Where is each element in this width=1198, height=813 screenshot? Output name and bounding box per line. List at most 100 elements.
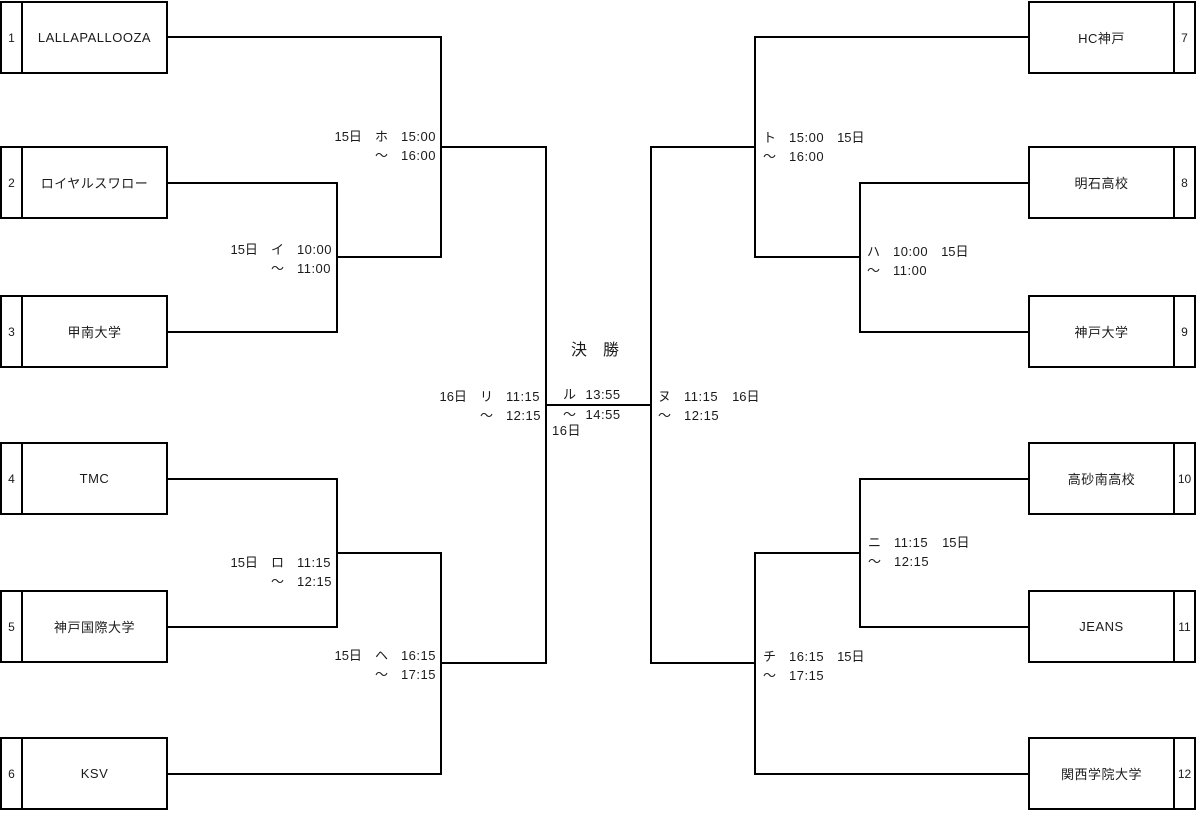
match-end-time: 11:00 [893,262,928,278]
match-label-he: 15日 ヘ 16:15 ～ 17:15 [334,647,436,684]
team-name: 神戸大学 [1074,325,1129,340]
tilde: ～ [270,260,284,276]
team-box-4: 4 TMC [0,442,168,515]
match-day: 16日 [732,389,760,404]
match-end-time: 16:00 [400,147,436,163]
match-start-time: 16:15 [789,649,825,664]
match-letter: リ [479,389,493,404]
team-name: ロイヤルスワロー [40,176,149,191]
team-box-9: 9 神戸大学 [1028,295,1196,368]
match-end-time: 17:15 [400,666,436,682]
match-letter: ヘ [374,648,388,663]
tilde: ～ [658,407,672,423]
match-day: 15日 [837,130,865,145]
seed-number: 2 [2,148,23,217]
match-end-time: 12:15 [296,573,332,589]
match-start-time: 11:15 [505,389,541,404]
match-day: 15日 [334,129,362,144]
seed-number: 3 [2,297,23,366]
tilde: ～ [270,573,284,589]
match-label-ri: 16日 リ 11:15 ～ 12:15 [439,388,541,425]
match-label-ni: ニ 11:15 15日 ～ 12:15 [868,534,970,571]
team-name: 高砂南高校 [1067,472,1136,487]
team-3-line [168,331,338,333]
match-start-time: 13:55 [585,387,621,402]
match-letter: ヌ [658,389,672,404]
spacer [230,260,257,279]
match-day: 15日 [230,242,258,257]
match-ni-winner-line [754,552,861,554]
match-end-time: 11:00 [296,260,332,276]
semifinal-nu-connector [650,146,652,664]
team-10-line [859,478,1028,480]
team-1-line [168,36,442,38]
team-6-line [168,773,442,775]
team-name: 甲南大学 [67,325,122,340]
tilde: ～ [563,407,577,422]
team-name: LALLAPALLOOZA [37,30,152,45]
seed-number: 4 [2,444,23,513]
team-name: TMC [79,471,110,486]
match-day: 15日 [942,535,970,550]
match-label-chi: チ 16:15 15日 ～ 17:15 [763,648,865,685]
tilde: ～ [374,666,388,682]
match-day: 16日 [439,389,467,404]
team-name: 関西学院大学 [1060,767,1142,782]
match-ho-winner-line [440,146,547,148]
spacer [334,666,361,685]
seed-number: 5 [2,592,23,661]
match-ha-winner-line [754,256,861,258]
team-name: 神戸国際大学 [53,620,135,635]
match-start-time: 11:15 [296,555,332,570]
team-box-2: 2 ロイヤルスワロー [0,146,168,219]
team-box-10: 10 高砂南高校 [1028,442,1196,515]
match-chi-winner-line [650,662,756,664]
match-end-time: 17:15 [789,667,825,683]
seed-number: 12 [1173,739,1194,808]
match-end-time: 16:00 [789,148,825,164]
match-start-time: 15:00 [400,129,436,144]
team-12-line [754,773,1028,775]
match-day: 16日 [552,423,581,438]
team-name: JEANS [1079,619,1124,634]
team-box-1: 1 LALLAPALLOOZA [0,1,168,74]
tilde: ～ [479,407,493,423]
match-to-winner-line [650,146,756,148]
tilde: ～ [867,262,881,278]
team-name: 明石高校 [1074,176,1129,191]
seed-number: 10 [1173,444,1194,513]
spacer [230,573,257,592]
match-start-time: 11:15 [894,535,929,550]
team-box-5: 5 神戸国際大学 [0,590,168,663]
seed-number: 7 [1173,3,1194,72]
match-end-time: 12:15 [684,407,720,423]
tilde: ～ [763,667,777,683]
match-letter: ハ [867,244,881,259]
seed-number: 11 [1173,592,1194,661]
tilde: ～ [763,148,777,164]
seed-number: 1 [2,3,23,72]
match-letter: チ [763,649,777,664]
tilde: ～ [374,147,388,163]
team-box-11: 11 JEANS [1028,590,1196,663]
match-day: 15日 [230,555,258,570]
team-8-line [859,182,1028,184]
spacer [837,148,864,167]
match-i-winner-line [336,256,442,258]
team-box-7: 7 HC神戸 [1028,1,1196,74]
match-letter: ト [763,130,777,145]
team-4-line [168,478,338,480]
match-start-time: 10:00 [296,242,332,257]
match-label-i: 15日 イ 10:00 ～ 11:00 [230,241,332,278]
match-start-time: 11:15 [684,389,719,404]
match-start-time: 16:15 [400,648,436,663]
match-day: 15日 [837,649,865,664]
match-label-ho: 15日 ホ 15:00 ～ 16:00 [334,128,436,165]
spacer [334,147,361,166]
final-line [545,404,652,406]
team-box-3: 3 甲南大学 [0,295,168,368]
team-box-12: 12 関西学院大学 [1028,737,1196,810]
final-start-row: ル 13:55 [552,387,621,403]
team-box-8: 8 明石高校 [1028,146,1196,219]
